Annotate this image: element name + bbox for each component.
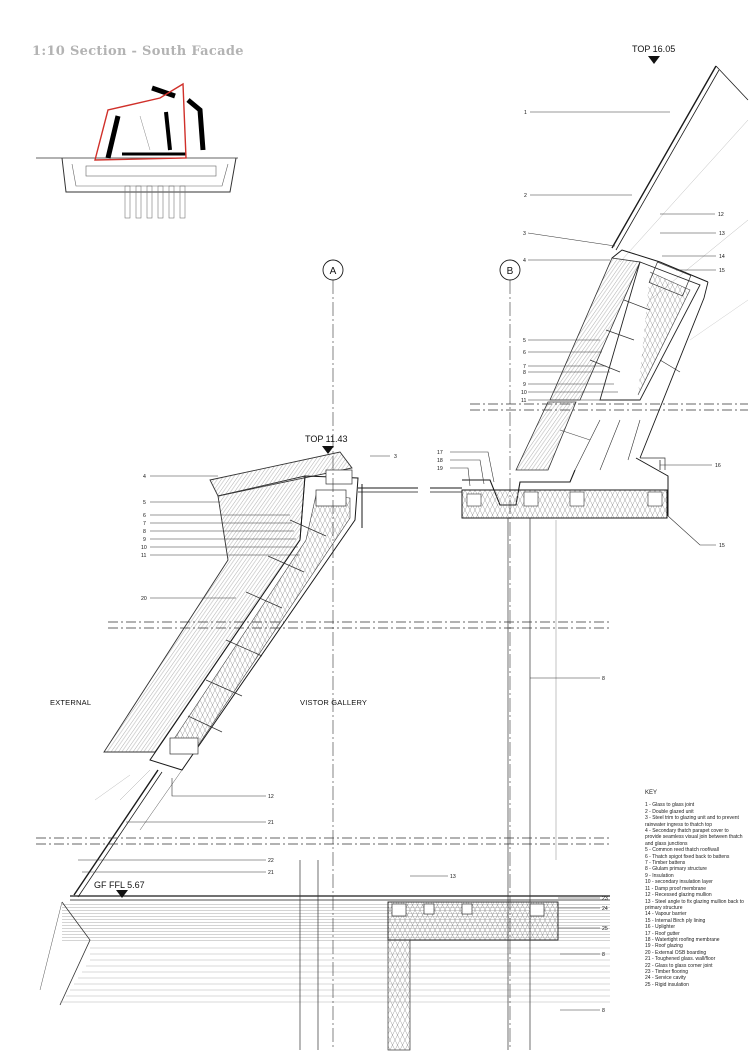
key-item: 22 - Glass to glass corner joint: [645, 962, 713, 969]
gridline-b-label: B: [507, 266, 514, 277]
callout-25: 25: [602, 926, 608, 932]
leader-lines: [78, 111, 716, 1011]
callout-8-b: 8: [143, 529, 146, 535]
key-item: 7 - Timber battens: [645, 860, 686, 867]
key-item: 21 - Toughened glass. wall/floor: [645, 956, 716, 963]
callout-16: 16: [715, 463, 721, 469]
callout-12: 12: [718, 212, 724, 218]
key-item: 10 - secondary insulation layer: [645, 879, 713, 886]
key-item: 18 - Watertight roofing membrane: [645, 936, 720, 943]
callout-21: 21: [268, 820, 274, 826]
level-top-a: TOP 11.43: [305, 434, 348, 444]
key-item: 4 - Secondary thatch parapet cover to pr…: [645, 828, 743, 847]
callout-20: 20: [141, 596, 147, 602]
roof-gutter-detail: [358, 457, 669, 528]
level-markers: [116, 56, 660, 898]
callout-24: 24: [602, 906, 608, 912]
key-item: 12 - Recessed glazing mullion: [645, 892, 712, 899]
key-item: 23 - Timber flooring: [645, 968, 689, 975]
key-heading: KEY: [645, 790, 658, 796]
callout-8-c: 8: [602, 952, 605, 958]
callout-14: 14: [719, 254, 725, 260]
key-item: 14 - Vapour barrier: [645, 911, 687, 918]
room-label-visitor-gallery: VISTOR GALLERY: [300, 698, 368, 707]
callout-1: 1: [524, 110, 527, 116]
callout-9: 9: [523, 382, 526, 388]
level-top-b: TOP 16.05: [632, 44, 676, 54]
callout-4-b: 4: [143, 474, 146, 480]
key-item: 11 - Damp proof membrane: [645, 885, 707, 892]
key-item: 20 - External OSB boarding: [645, 949, 707, 956]
callout-13-b: 13: [450, 874, 456, 880]
callout-8: 8: [523, 370, 526, 376]
key-item: 24 - Service cavity: [645, 975, 686, 982]
callout-15-b: 15: [719, 543, 725, 549]
key-item: 2 - Double glazed unit: [645, 808, 694, 815]
callout-11: 11: [521, 398, 526, 404]
key-item: 15 - Internal Birch ply lining: [645, 917, 706, 924]
drawing-title: 1:10 Section - South Facade: [32, 44, 244, 59]
callout-12-b: 12: [268, 794, 274, 800]
key-item: 5 - Common reed thatch roof/wall: [645, 847, 719, 854]
callout-18: 18: [437, 458, 443, 464]
callout-19: 19: [437, 466, 443, 472]
gridline-a: [322, 259, 344, 1050]
key-item: 1 - Glass to glass joint: [645, 802, 695, 809]
ground-floor-section: [39, 895, 610, 1051]
upper-roof-section: [515, 65, 749, 471]
key-item: 8 - Glulam primary structure: [645, 866, 707, 873]
callout-6: 6: [523, 350, 526, 356]
callout-7-b: 7: [143, 521, 146, 527]
level-ground-floor: GF FFL 5.67: [94, 880, 145, 890]
callout-10: 10: [521, 390, 527, 396]
callout-22: 22: [268, 858, 274, 864]
key-item: 6 - Thatch spigot fixed back to battens: [645, 853, 730, 860]
key-item: 25 - Rigid insulation: [645, 981, 689, 988]
callout-15: 15: [719, 268, 725, 274]
callout-numbers: 1 2 3 4 12 13 14 15 5 6 7 8 9 10 11 16 1…: [141, 110, 725, 1014]
callout-11-b: 11: [141, 553, 146, 559]
gridline-b: [499, 259, 521, 1050]
callout-4: 4: [523, 258, 526, 264]
callout-10-b: 10: [141, 545, 147, 551]
callout-2: 2: [524, 193, 527, 199]
callout-8-d: 8: [602, 1008, 605, 1014]
key-item: 9 - Insulation: [645, 872, 674, 879]
gridline-a-label: A: [330, 266, 337, 277]
callout-9-b: 9: [143, 537, 146, 543]
break-lines: [36, 403, 748, 845]
main-roof-section: [73, 451, 359, 898]
glulam-columns: [299, 518, 557, 1050]
key-item: 16 - Uplighter: [645, 924, 676, 931]
room-label-external: EXTERNAL: [50, 698, 92, 707]
key-item: 3 - Steel trim to glazing unit and to pr…: [645, 815, 739, 828]
callout-3-b: 3: [394, 454, 397, 460]
key-plan: [36, 82, 238, 219]
callout-6-b: 6: [143, 513, 146, 519]
key-item: 19 - Roof glazing: [645, 943, 683, 950]
callout-8-e: 8: [602, 676, 605, 682]
key-item: 17 - Roof gutter: [645, 930, 680, 937]
callout-7: 7: [523, 364, 526, 370]
callout-13: 13: [719, 231, 725, 237]
callout-3: 3: [523, 231, 526, 237]
callout-23: 23: [602, 896, 608, 902]
key-item: 13 - Steel angle to fix glazing mullion …: [645, 898, 744, 911]
drawing-key: KEY 1 - Glass to glass joint 2 - Double …: [645, 790, 745, 988]
callout-17: 17: [437, 450, 443, 456]
callout-21-b: 21: [268, 870, 274, 876]
callout-5-b: 5: [143, 500, 146, 506]
callout-5: 5: [523, 338, 526, 344]
